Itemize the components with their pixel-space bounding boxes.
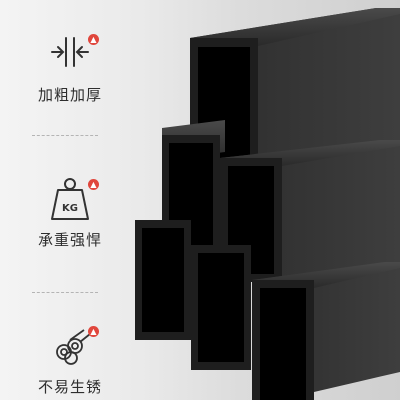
divider [32,135,98,136]
feature-load-bearing: KG ▲ 承重强悍 [0,175,140,250]
divider [32,292,98,293]
tube-bottom-2 [191,245,251,370]
pipe-bundle-icon [56,329,91,365]
feature-icon-wrap: ▲ [40,322,100,372]
feature-thickened: ▲ 加粗加厚 [0,30,140,105]
feature-rust-resistant: ▲ 不易生锈 [0,322,140,397]
feature-label: 承重强悍 [37,231,102,249]
feature-icon-wrap: KG ▲ [40,175,100,225]
arrow-up-icon: ▲ [88,326,99,337]
feature-icon-wrap: ▲ [40,30,100,80]
arrow-up-icon: ▲ [88,34,99,45]
feature-label: 不易生锈 [37,378,102,396]
feature-label: 加粗加厚 [37,86,102,104]
thickness-arrows-icon [51,37,89,67]
arrow-up-icon: ▲ [88,179,99,190]
feature-list: ▲ 加粗加厚 KG ▲ 承重强悍 [0,0,140,400]
tube-bottom-3 [252,262,400,400]
kg-text: KG [62,203,78,214]
kg-weight-icon: KG [51,178,89,220]
tube-bottom-1 [135,220,191,340]
